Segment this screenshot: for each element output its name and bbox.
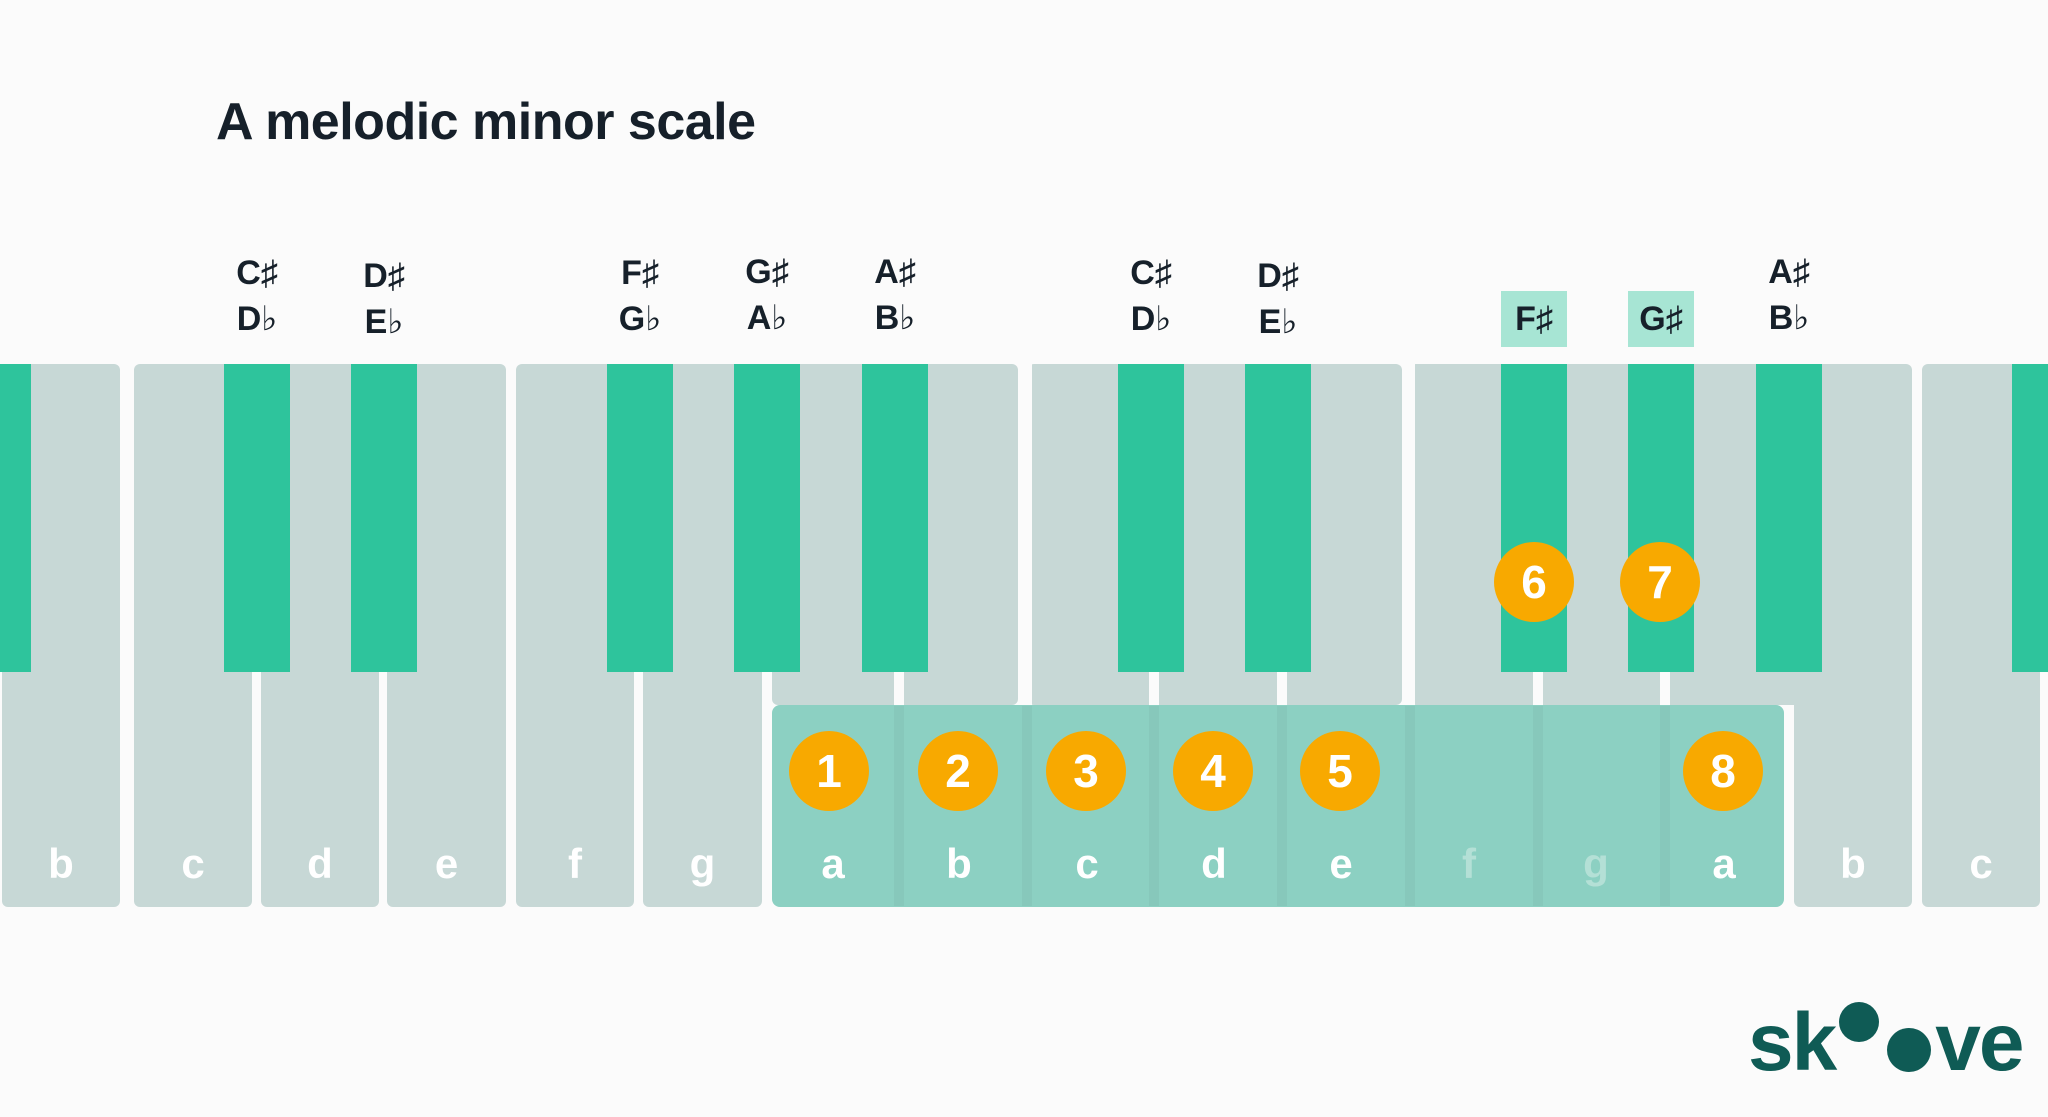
diagram-title: A melodic minor scale [216,93,756,151]
black-key [1501,364,1567,672]
black-key-label: A♯ B♭ [855,249,935,341]
flat-name: B♭ [1768,299,1810,337]
black-key-label: D♯ E♭ [1238,253,1318,345]
scale-degree-badge: 8 [1683,731,1763,811]
flat-name: E♭ [364,303,404,341]
flat-name: B♭ [874,299,916,337]
white-key-label: e [1329,840,1353,887]
sharp-name: D♯ [363,257,405,295]
scale-degree-badge: 4 [1173,731,1253,811]
white-key-label: b [1840,840,1866,887]
key-separator [894,706,904,906]
white-key-label: a [821,840,845,887]
black-key-label: C♯ D♭ [1111,250,1191,342]
flat-name: G♭ [618,300,662,338]
sharp-name: C♯ [1130,254,1172,292]
white-key-scale: a [1664,364,1784,907]
black-key [1628,364,1694,672]
logo-text-right: ve [1935,997,2024,1088]
white-key-label: f [568,840,582,887]
white-key-scale: d [1155,364,1273,907]
white-key-label: b [946,840,972,887]
black-key [607,364,673,672]
flat-name: D♭ [236,300,278,338]
black-key-label: G♯ A♭ [727,249,807,341]
black-key [734,364,800,672]
key-separator [1277,706,1287,906]
black-key-label-highlighted: F♯ [1501,291,1567,347]
logo-text-left: sk [1748,997,1837,1088]
white-key-label: d [307,840,333,887]
scale-degree-badge: 2 [918,731,998,811]
scale-degree-badge: 6 [1494,542,1574,622]
black-key-label: A♯ B♭ [1749,249,1829,341]
sharp-name: F♯ [621,254,659,292]
flat-name: D♭ [1130,300,1172,338]
black-key-label-highlighted: G♯ [1628,291,1694,347]
scale-degree-badge: 7 [1620,542,1700,622]
black-key-partial [0,364,31,672]
white-key-label: g [1583,840,1609,887]
black-key-label: F♯ G♭ [600,250,680,342]
white-key-label: g [689,840,716,887]
white-key-scale: a [772,364,894,907]
black-key [351,364,417,672]
sharp-name: C♯ [236,254,278,292]
white-key-label: c [1969,840,1993,887]
white-key-scale: b [900,364,1018,907]
white-key-upper [1028,364,1402,705]
white-key-scale: c [1028,364,1146,907]
white-key-label: b [48,840,74,887]
key-separator [1660,706,1670,906]
key-separator [1533,706,1543,906]
white-key-label: f [1462,840,1476,887]
black-key [862,364,928,672]
white-key-label: c [181,840,205,887]
black-key [1756,364,1822,672]
black-key-label: D♯ E♭ [344,253,424,345]
key-separator [1405,706,1415,906]
sharp-name: D♯ [1257,257,1299,295]
white-key-label: e [434,840,459,887]
key-separator [1022,706,1032,906]
key-gap [1022,364,1032,705]
white-key-label: d [1201,840,1227,887]
flat-name: A♭ [746,299,788,337]
white-key-label: c [1075,840,1099,887]
scale-degree-badge: 1 [789,731,869,811]
sharp-name: A♯ [874,253,916,291]
white-key-scale: f [1410,364,1528,907]
black-key-partial [2012,364,2048,672]
black-key [224,364,290,672]
scale-degree-badge: 3 [1046,731,1126,811]
white-key-scale: e [1282,364,1400,907]
flat-name: E♭ [1258,303,1298,341]
black-key [1118,364,1184,672]
key-separator [1149,706,1159,906]
logo-dots-icon [1839,1002,1932,1072]
scale-degree-badge: 5 [1300,731,1380,811]
white-key-label: a [1712,840,1736,887]
black-key-label: C♯ D♭ [217,250,297,342]
key-gap [1405,364,1415,705]
sharp-name: A♯ [1768,253,1810,291]
black-key [1245,364,1311,672]
white-key-scale: g [1537,364,1655,907]
sharp-name: G♯ [745,253,789,291]
